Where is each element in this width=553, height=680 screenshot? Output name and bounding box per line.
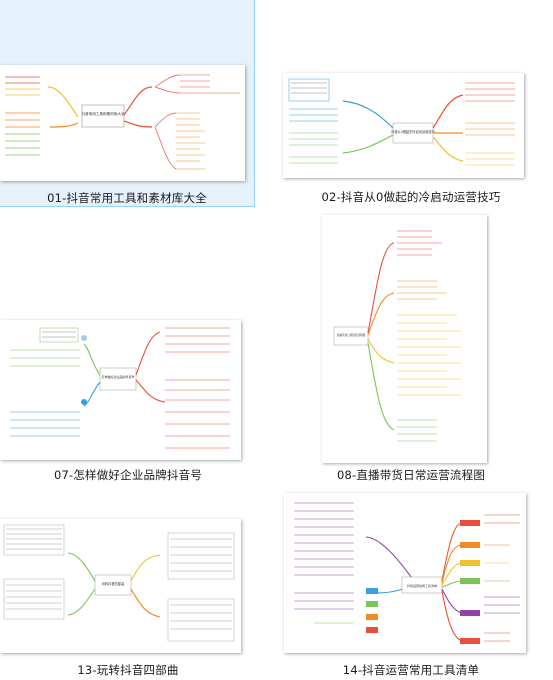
thumbnail-01: 抖音常用工具和素材库大全: [0, 65, 245, 181]
file-tile-07[interactable]: 怎样做好企业品牌抖音号 07-怎样做好企业品牌抖音号: [0, 215, 256, 485]
file-label[interactable]: 08-直播带货日常运营流程图: [336, 468, 486, 482]
thumbnail-08: 直播带货日常运营流程图: [322, 215, 487, 463]
thumbnail-13: 玩转抖音四部曲: [0, 519, 241, 653]
file-label[interactable]: 14-抖音运营常用工具清单: [342, 663, 480, 677]
file-label[interactable]: 13-玩转抖音四部曲: [77, 663, 179, 677]
center-topic-08: 直播带货日常运营流程图: [337, 333, 366, 337]
file-tile-08[interactable]: 直播带货日常运营流程图: [276, 215, 546, 485]
thumbnail-14: 抖音运营常用工具清单: [284, 493, 526, 653]
file-tile-01[interactable]: 抖音常用工具和素材库大全 01-抖音常用工具和素材库大全: [0, 0, 255, 207]
file-tile-14[interactable]: 抖音运营常用工具清单 14-抖音运营常用工具清单: [276, 490, 546, 680]
mindmap-preview-01: 抖音常用工具和素材库大全: [5, 74, 240, 170]
center-topic-02: 抖音从0做起的冷启动运营技巧: [391, 129, 435, 134]
file-label[interactable]: 07-怎样做好企业品牌抖音号: [53, 468, 203, 482]
center-topic-14: 抖音运营常用工具清单: [407, 583, 437, 588]
file-tile-13[interactable]: 玩转抖音四部曲 13-玩转抖音四部曲: [0, 505, 256, 680]
file-tile-02[interactable]: 抖音从0做起的冷启动运营技巧 02-抖音从0做起的冷启动运营技巧: [276, 0, 546, 208]
thumbnail-07: 怎样做好企业品牌抖音号: [0, 320, 241, 460]
center-topic-13: 玩转抖音四部曲: [102, 581, 124, 586]
thumbnail-02: 抖音从0做起的冷启动运营技巧: [283, 73, 524, 178]
center-topic-07: 怎样做好企业品牌抖音号: [101, 374, 134, 379]
file-label[interactable]: 02-抖音从0做起的冷启动运营技巧: [321, 190, 501, 204]
file-label[interactable]: 01-抖音常用工具和素材库大全: [47, 191, 207, 205]
center-topic-01: 抖音常用工具和素材库大全: [81, 111, 125, 116]
